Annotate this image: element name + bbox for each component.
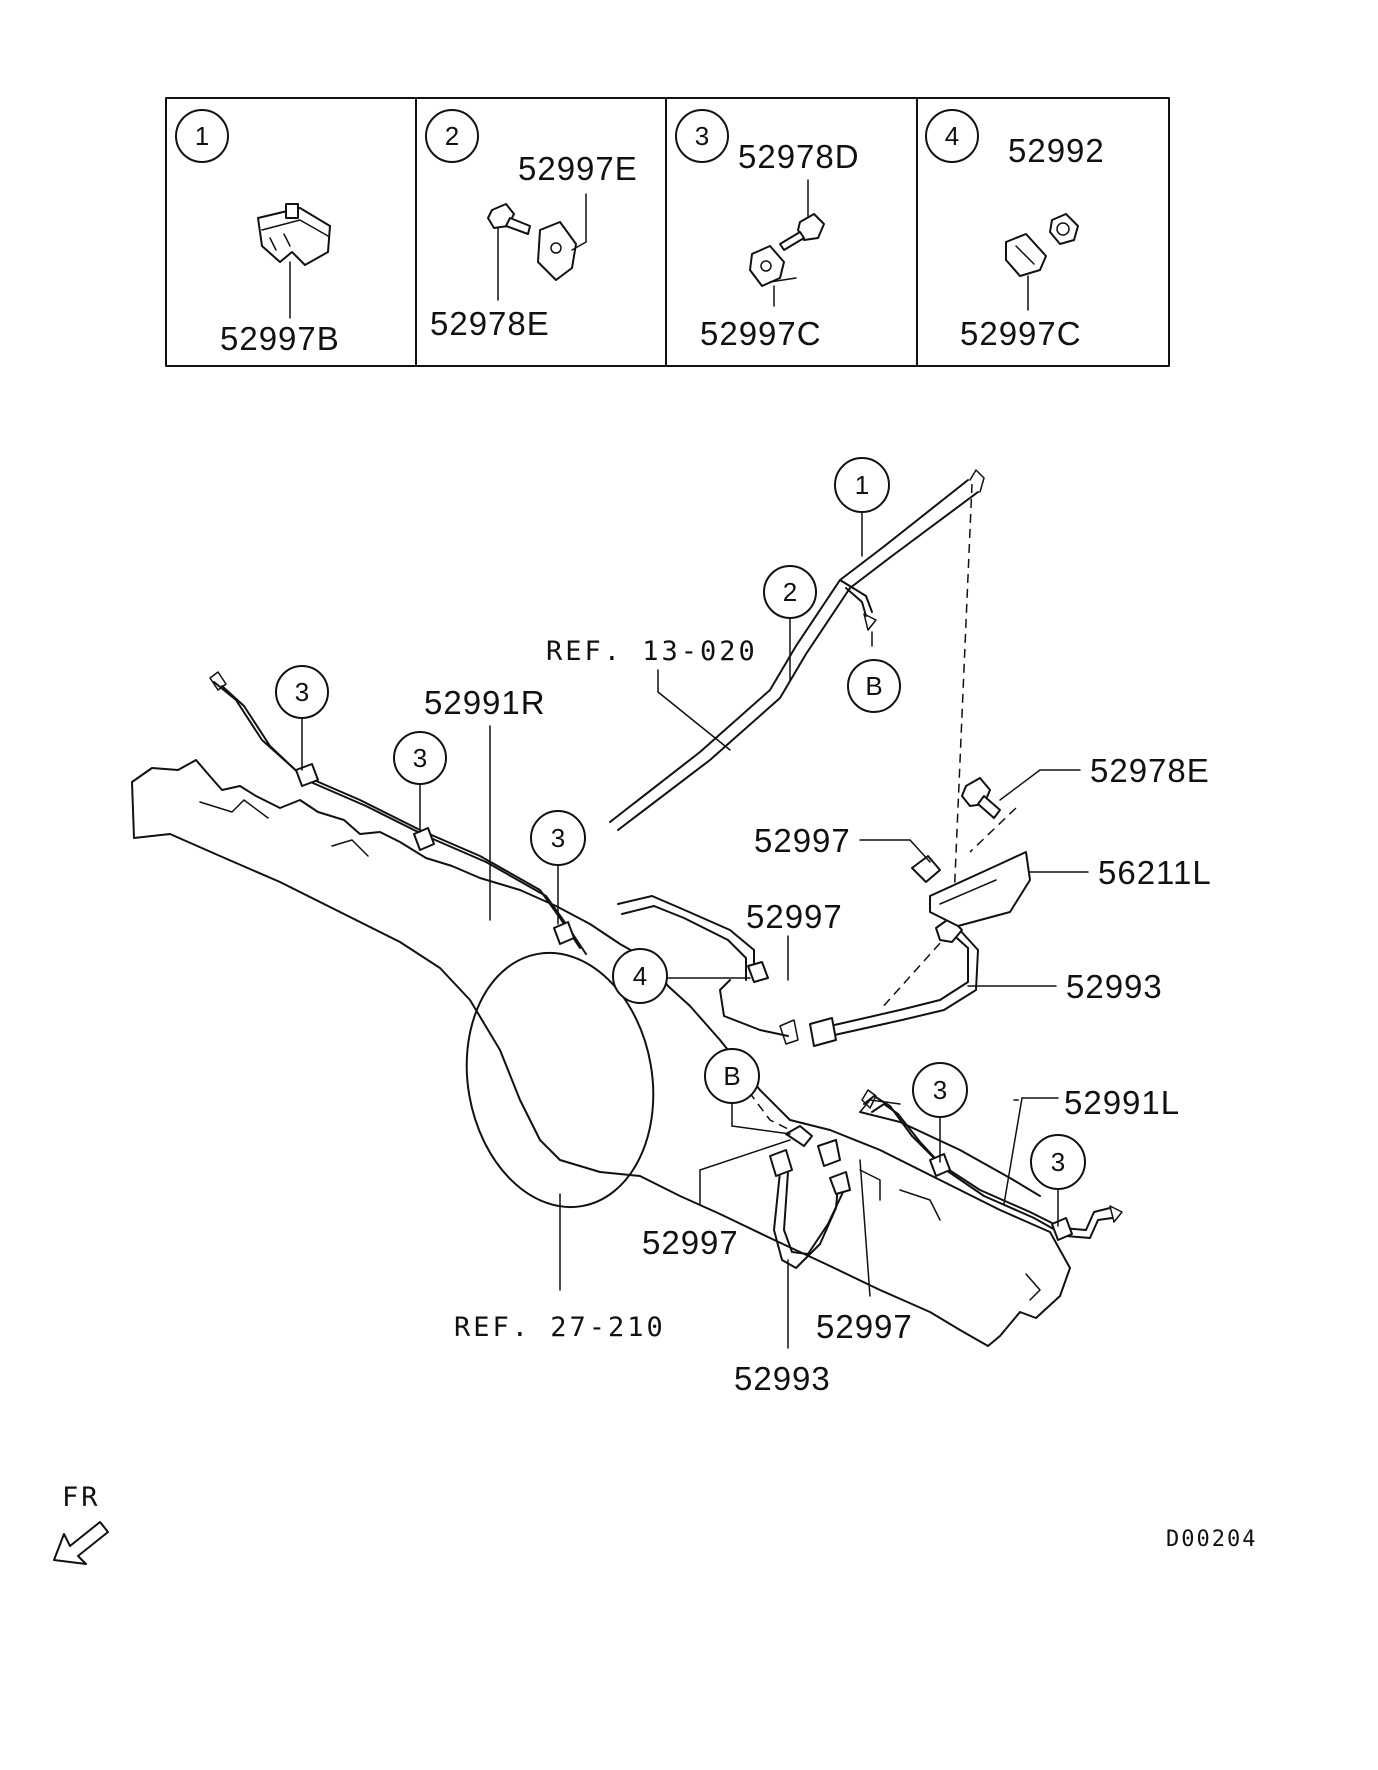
bolt-52978e-icon	[487, 203, 531, 235]
legend-box: 1 52997B 2 52997E	[165, 97, 1170, 367]
label-52993-upper: 52993	[1066, 968, 1163, 1005]
label-52978e: 52978E	[1090, 752, 1210, 789]
svg-text:B: B	[865, 671, 882, 701]
front-direction-indicator: FR	[53, 1482, 109, 1565]
legend-panel-1-number: 1	[195, 121, 209, 151]
legend-part-52978d: 52978D	[738, 138, 860, 175]
label-ref-13-020: REF. 13-020	[546, 636, 758, 667]
callout-circle-3d: 3	[912, 1062, 968, 1118]
callout-circle-b-upper: B	[847, 659, 901, 713]
bolt-52978e-diagram-icon	[961, 777, 1001, 819]
axle-housing	[131, 759, 1071, 1347]
legend-panel-2-number: 2	[445, 121, 459, 151]
svg-text:2: 2	[783, 577, 797, 607]
label-52993-lower: 52993	[734, 1360, 831, 1397]
svg-text:3: 3	[413, 743, 427, 773]
callout-circle-1: 1	[834, 457, 890, 513]
label-52997-lower-a: 52997	[642, 1224, 739, 1261]
legend-part-52992: 52992	[1008, 132, 1105, 169]
leader-lines	[301, 511, 1089, 1349]
svg-text:3: 3	[551, 823, 565, 853]
bracket-56211l-icon	[911, 851, 1031, 927]
legend-part-52997e: 52997E	[518, 150, 638, 187]
legend-part-52997c-panel3: 52997C	[700, 315, 822, 352]
svg-text:3: 3	[295, 677, 309, 707]
callout-circle-3c: 3	[530, 810, 586, 866]
label-52997-mid: 52997	[746, 898, 843, 935]
front-arrow-icon	[53, 1521, 109, 1565]
legend-panel-3-number: 3	[695, 121, 709, 151]
legend-panel-4: 4 52992 52997C	[925, 109, 1105, 352]
svg-text:4: 4	[633, 961, 647, 991]
legend-part-52997b: 52997B	[220, 320, 340, 357]
label-56211l: 56211L	[1098, 854, 1212, 891]
clip-52997e-icon	[537, 221, 577, 281]
callout-circle-3b: 3	[393, 731, 447, 785]
legend-panel-3: 3 52978D 52997C	[675, 109, 860, 352]
svg-text:B: B	[723, 1061, 740, 1091]
callout-circle-3e: 3	[1030, 1134, 1086, 1190]
legend-panel-4-number: 4	[945, 121, 959, 151]
svg-text:3: 3	[933, 1075, 947, 1105]
callout-circle-b-lower: B	[704, 1048, 760, 1104]
legend-part-52997c-panel4: 52997C	[960, 315, 1082, 352]
brake-lines	[209, 469, 1123, 1269]
label-ref-27-210: REF. 27-210	[454, 1312, 666, 1343]
label-52991l: 52991L	[1064, 1084, 1180, 1121]
bolt-52978d-icon	[779, 213, 825, 251]
label-52997-bracket: 52997	[754, 822, 851, 859]
clip-52997c-icon	[749, 245, 797, 287]
nut-52992-icon	[1049, 213, 1079, 245]
callout-circle-3a: 3	[275, 665, 329, 719]
callout-circle-2: 2	[763, 565, 817, 619]
svg-text:3: 3	[1051, 1147, 1065, 1177]
clip-52997c-panel4-icon	[1005, 233, 1047, 277]
direction-label: FR	[62, 1482, 101, 1513]
label-52997-lower-b: 52997	[816, 1308, 913, 1345]
legend-panel-1: 1 52997B	[175, 109, 340, 357]
diagram-code: D00204	[1166, 1527, 1257, 1552]
legend-part-52978e: 52978E	[430, 305, 550, 342]
callout-circle-4: 4	[612, 948, 668, 1004]
legend-panel-2: 2 52997E 52978E	[425, 109, 638, 342]
hose-52993-lower-icon	[769, 1149, 851, 1269]
clip-52997b-icon	[257, 203, 331, 266]
label-52991r: 52991R	[424, 684, 546, 721]
svg-text:1: 1	[855, 470, 869, 500]
